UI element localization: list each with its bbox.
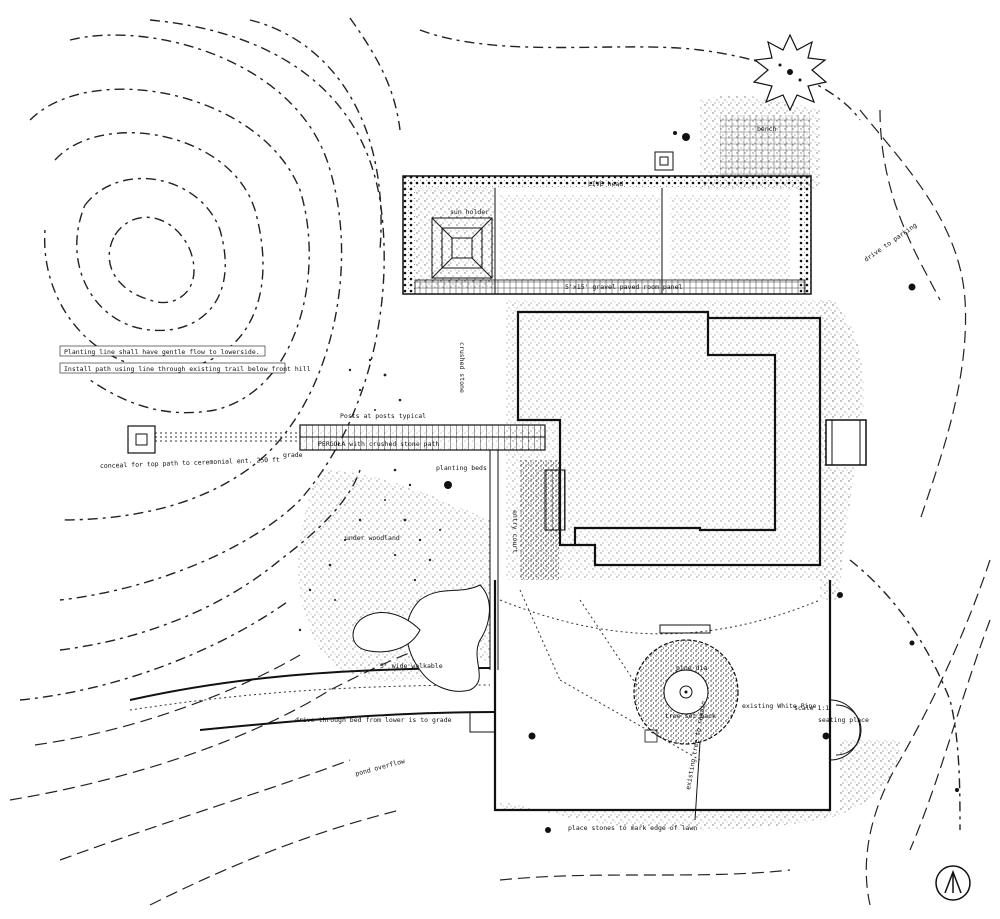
label-tree-setback: tree set back bbox=[665, 712, 716, 720]
label-seating: seating place bbox=[818, 716, 869, 724]
label-conceal-note: conceal for top path to ceremonial ent. … bbox=[100, 456, 280, 470]
house bbox=[506, 300, 867, 580]
label-scale-note: scale 1:1 bbox=[794, 704, 829, 712]
label-pond-overflow: pond overflow bbox=[354, 757, 405, 778]
existing-white-pine bbox=[633, 639, 739, 821]
label-fifth-wall: 5' wide walkable bbox=[380, 662, 443, 670]
pergola-walkway bbox=[127, 424, 546, 454]
label-live-head: LIVE head bbox=[588, 180, 623, 188]
label-planting-beds: planting beds bbox=[436, 464, 487, 472]
label-grass-panel: 5'x15' gravel paved room panel bbox=[565, 283, 682, 291]
label-under-woodland: under woodland bbox=[345, 534, 400, 542]
label-pine-dia: pine dia bbox=[676, 664, 707, 672]
label-pergola: PERGOLA with crushed stone path bbox=[318, 440, 439, 448]
label-posts: Posts at posts typical bbox=[340, 412, 426, 420]
northeast-tree bbox=[654, 33, 828, 175]
label-driveway: drive through bed from lower is to grade bbox=[295, 716, 452, 724]
label-entry-court: entry court bbox=[511, 510, 519, 553]
label-stones-note: place stones to mark edge of lawn bbox=[568, 824, 697, 832]
shrub-masses bbox=[298, 283, 959, 833]
upper-garden bbox=[402, 175, 812, 295]
label-existing-pine: existing White Pine bbox=[742, 702, 816, 710]
label-crushed-stone: crushed stone bbox=[458, 342, 466, 393]
lower-garden bbox=[489, 450, 862, 812]
label-bench: bench bbox=[757, 125, 777, 133]
label-path-note: Install path using line through existing… bbox=[64, 365, 311, 373]
north-arrow-icon bbox=[935, 865, 971, 901]
label-planting-note: Planting line shall have gentle flow to … bbox=[64, 348, 260, 356]
contour-lines-east bbox=[419, 29, 991, 906]
label-grade: grade bbox=[283, 451, 303, 459]
label-sun-holder: sun holder bbox=[450, 208, 489, 216]
